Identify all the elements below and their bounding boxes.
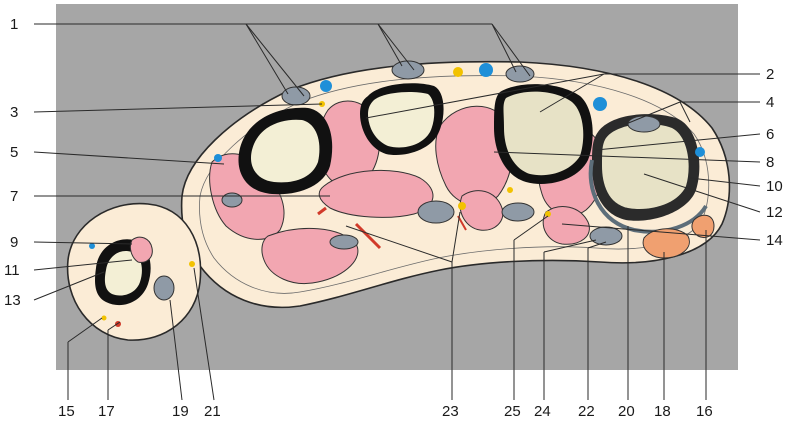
small-vein bbox=[89, 243, 95, 249]
vein-e bbox=[214, 154, 222, 162]
label-21: 21 bbox=[204, 403, 221, 420]
label-13: 13 bbox=[4, 292, 21, 309]
label-20: 20 bbox=[618, 403, 635, 420]
label-16: 16 bbox=[696, 403, 713, 420]
label-1: 1 bbox=[10, 16, 18, 33]
tendon-b bbox=[502, 203, 534, 221]
tendon-d bbox=[330, 235, 358, 249]
label-18: 18 bbox=[654, 403, 671, 420]
label-12: 12 bbox=[766, 204, 783, 221]
label-6: 6 bbox=[766, 126, 774, 143]
muscle-16 bbox=[692, 215, 714, 237]
nerve-c bbox=[507, 187, 513, 193]
label-23: 23 bbox=[442, 403, 459, 420]
small-nerve-15 bbox=[102, 316, 107, 321]
small-cross-section bbox=[68, 204, 201, 341]
label-10: 10 bbox=[766, 178, 783, 195]
label-22: 22 bbox=[578, 403, 595, 420]
label-19: 19 bbox=[172, 403, 189, 420]
label-24: 24 bbox=[534, 403, 551, 420]
label-17: 17 bbox=[98, 403, 115, 420]
bone-right-trabecular bbox=[494, 84, 593, 184]
label-8: 8 bbox=[766, 154, 774, 171]
vein-c bbox=[593, 97, 607, 111]
small-tendon-19 bbox=[154, 276, 174, 300]
label-11: 11 bbox=[4, 262, 20, 279]
tendon-1b bbox=[392, 61, 424, 79]
tendon-4 bbox=[628, 116, 660, 132]
label-7: 7 bbox=[10, 188, 18, 205]
small-nerve-21 bbox=[189, 261, 195, 267]
tendon-1c bbox=[506, 66, 534, 82]
nerve-a bbox=[453, 67, 463, 77]
label-2: 2 bbox=[766, 66, 774, 83]
tendon-e bbox=[222, 193, 242, 207]
label-9: 9 bbox=[10, 234, 18, 251]
vein-d bbox=[695, 147, 705, 157]
label-4: 4 bbox=[766, 94, 774, 111]
tendon-1a bbox=[282, 87, 310, 105]
label-3: 3 bbox=[10, 104, 18, 121]
vein-b bbox=[479, 63, 493, 77]
vein-a bbox=[320, 80, 332, 92]
nerve-b bbox=[458, 202, 466, 210]
label-5: 5 bbox=[10, 144, 18, 161]
label-25: 25 bbox=[504, 403, 521, 420]
tendon-a bbox=[418, 201, 454, 223]
label-14: 14 bbox=[766, 232, 783, 249]
label-15: 15 bbox=[58, 403, 75, 420]
small-artery bbox=[115, 321, 121, 327]
